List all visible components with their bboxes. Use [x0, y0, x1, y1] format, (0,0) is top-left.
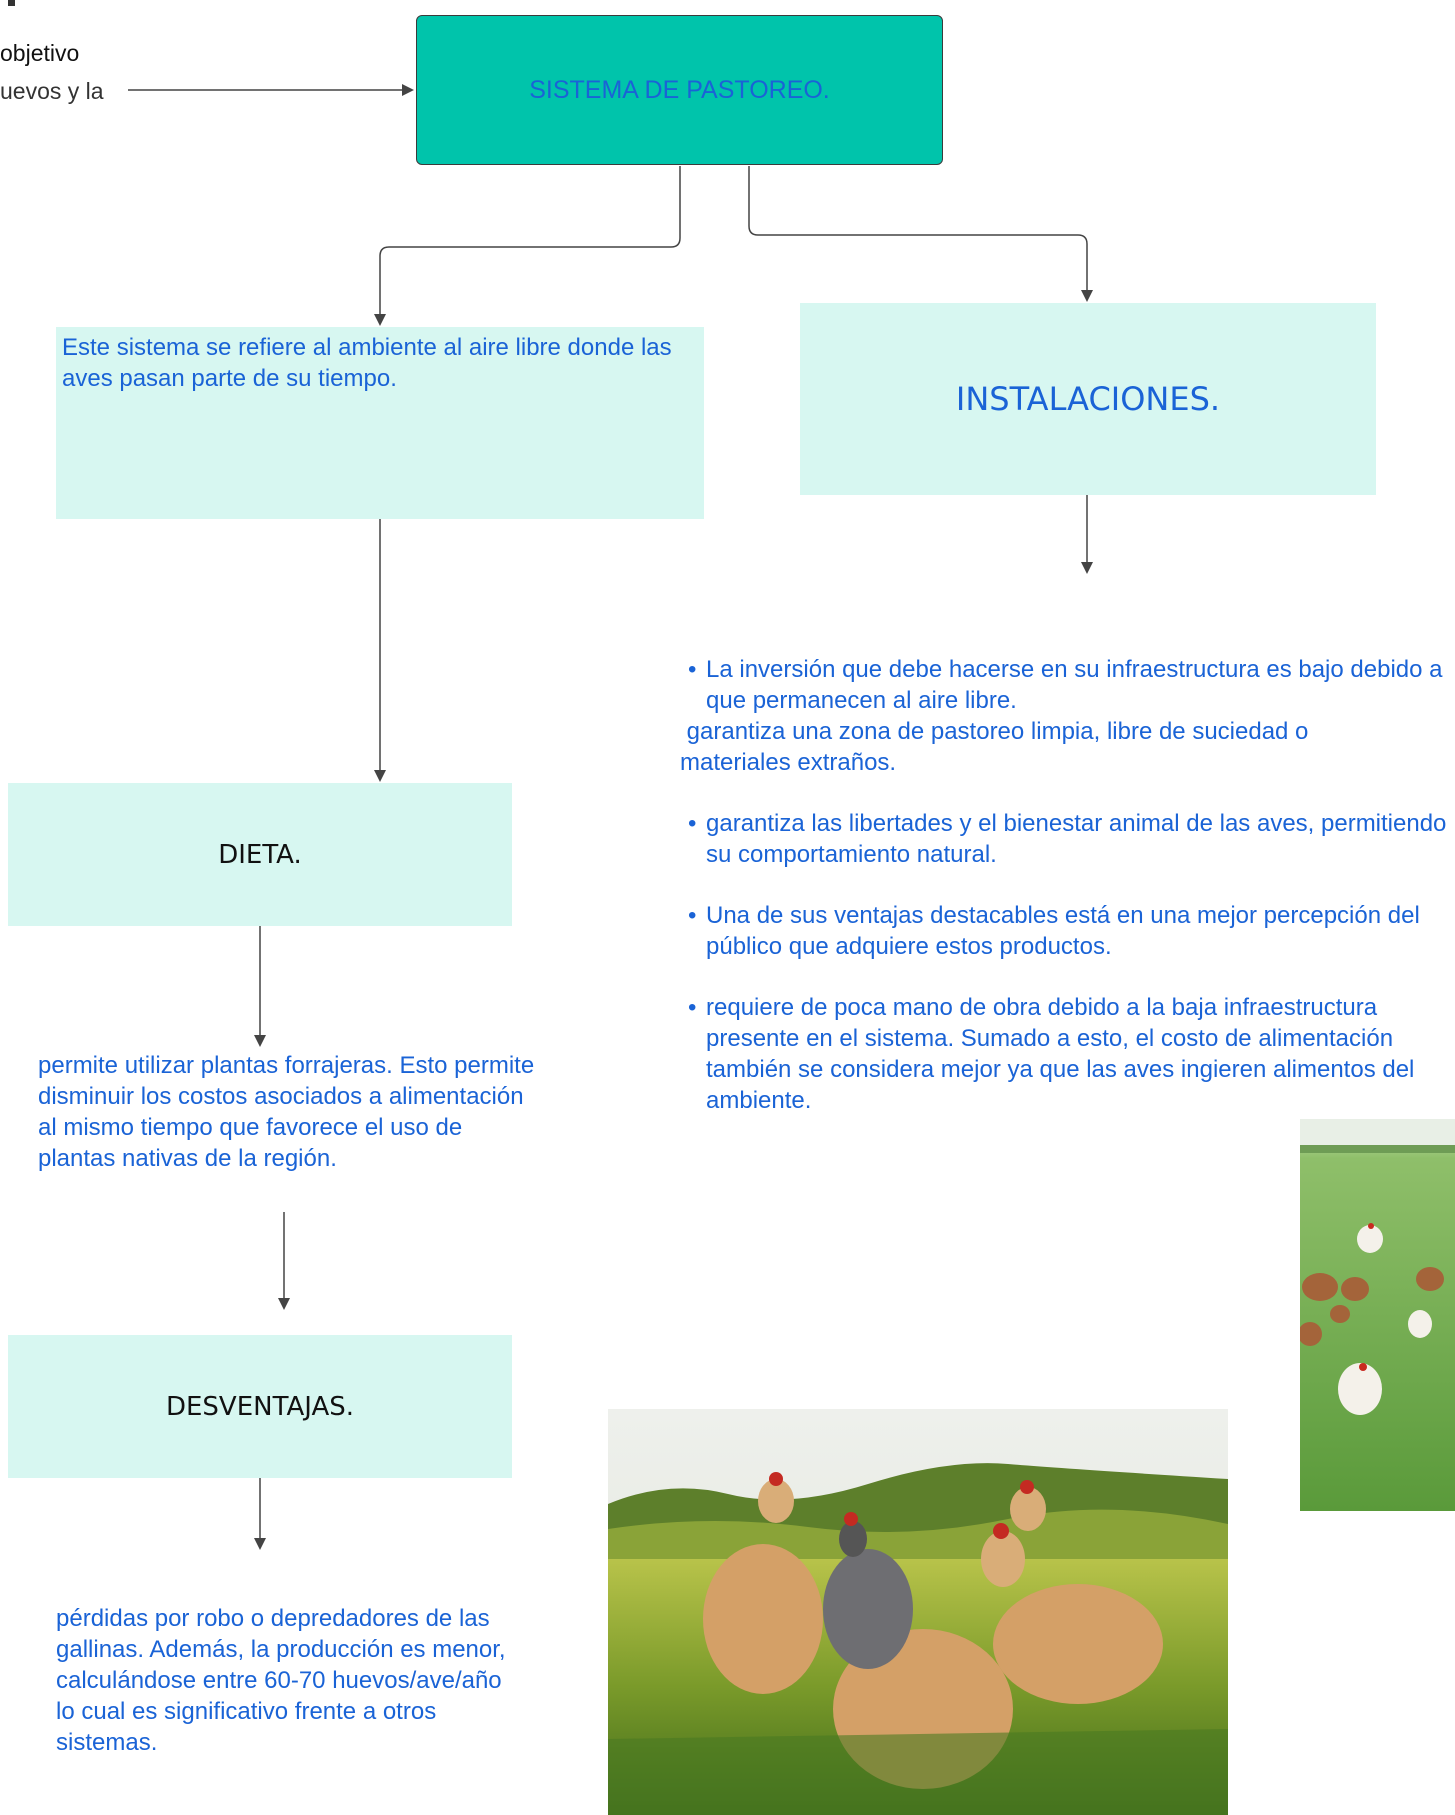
- dieta-text: permite utilizar plantas forrajeras. Est…: [38, 1052, 535, 1172]
- truncated-left-text: objetivo uevos y la: [0, 34, 104, 110]
- dieta-node[interactable]: DIETA.: [8, 783, 512, 926]
- root-node-label: SISTEMA DE PASTOREO.: [529, 75, 830, 104]
- instalaciones-details: La inversión que debe hacerse en su infr…: [680, 654, 1455, 1116]
- definition-node[interactable]: Este sistema se refiere al ambiente al a…: [56, 327, 704, 519]
- details-list: La inversión que debe hacerse en su infr…: [680, 654, 1455, 716]
- arrow-root-to-definition: [374, 166, 681, 326]
- arrow-root-to-instalaciones: [748, 166, 1093, 302]
- chickens-in-field-photo: [1300, 1119, 1455, 1511]
- details-item-1: La inversión que debe hacerse en su infr…: [680, 654, 1455, 716]
- desventajas-text: pérdidas por robo o depredadores de las …: [56, 1605, 506, 1756]
- details-cont-a: garantiza una zona de pastoreo limpia, l…: [680, 718, 1309, 745]
- cut-off-marker: [8, 0, 15, 6]
- details-item-2: garantiza las libertades y el bienestar …: [680, 808, 1455, 870]
- hens-on-grass-photo: [608, 1409, 1228, 1815]
- dieta-label: DIETA.: [218, 839, 302, 870]
- root-node[interactable]: SISTEMA DE PASTOREO.: [416, 15, 943, 165]
- desventajas-label: DESVENTAJAS.: [165, 1391, 355, 1422]
- details-item-3: Una de sus ventajas destacables está en …: [680, 900, 1455, 962]
- definition-text: Este sistema se refiere al ambiente al a…: [62, 334, 672, 392]
- instalaciones-node[interactable]: INSTALACIONES.: [800, 303, 1376, 495]
- desventajas-node[interactable]: DESVENTAJAS.: [8, 1335, 512, 1478]
- truncated-line-1: objetivo: [0, 40, 80, 66]
- instalaciones-label: INSTALACIONES.: [955, 380, 1221, 418]
- details-item-4: requiere de poca mano de obra debido a l…: [680, 992, 1455, 1116]
- truncated-line-2: uevos y la: [0, 78, 104, 104]
- details-cont-b: materiales extraños.: [680, 749, 897, 776]
